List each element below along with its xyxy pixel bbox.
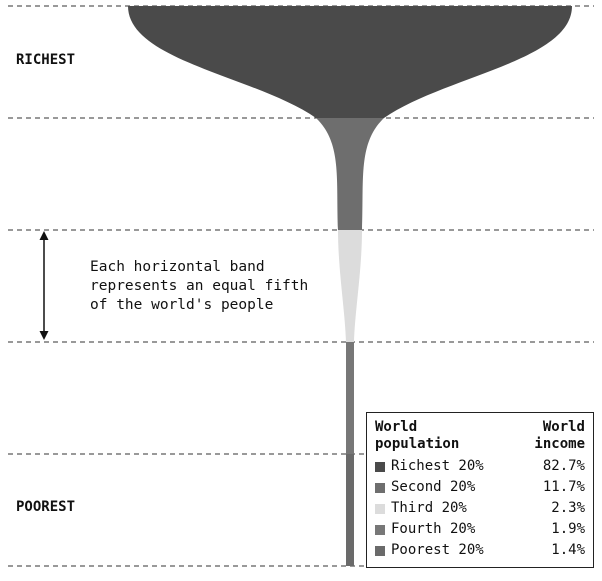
income-band-2: [316, 118, 384, 230]
legend-row: Fourth 20% 1.9%: [373, 520, 585, 540]
legend-income-value: 82.7%: [542, 458, 585, 474]
legend-row: Richest 20% 82.7%: [373, 457, 585, 477]
legend-income-value: 1.9%: [551, 521, 585, 537]
income-band-3: [338, 230, 362, 342]
legend-swatch: [375, 504, 385, 514]
band-annotation: Each horizontal band represents an equal…: [90, 258, 360, 315]
legend-category-label: Second 20%: [391, 479, 476, 495]
legend-swatch: [375, 546, 385, 556]
poorest-label: POOREST: [16, 499, 76, 515]
legend-population-header-line-1: World: [375, 419, 418, 435]
legend-category-label: Richest 20%: [391, 458, 484, 474]
band-height-arrow: [39, 231, 49, 340]
income-band-5: [346, 454, 354, 566]
legend-income-value: 2.3%: [551, 500, 585, 516]
legend-income-header-line-1: World: [542, 419, 585, 435]
legend-category-label: Poorest 20%: [391, 542, 484, 558]
legend-row: Poorest 20% 1.4%: [373, 541, 585, 561]
legend-swatch: [375, 525, 385, 535]
richest-label: RICHEST: [16, 52, 76, 68]
legend: World population World income Richest 20…: [366, 412, 594, 568]
income-bands: [128, 6, 572, 566]
legend-population-header-line-2: population: [375, 436, 460, 452]
annotation-line-3: of the world's people: [90, 297, 274, 313]
legend-swatch: [375, 462, 385, 472]
legend-category-label: Fourth 20%: [391, 521, 476, 537]
income-band-1: [128, 6, 572, 118]
legend-income-value: 11.7%: [542, 479, 585, 495]
legend-category-label: Third 20%: [391, 500, 467, 516]
legend-income-header: World income: [534, 419, 585, 453]
annotation-line-2: represents an equal fifth: [90, 278, 309, 294]
legend-row: Second 20% 11.7%: [373, 478, 585, 498]
legend-income-header-line-2: income: [534, 436, 585, 452]
legend-row: Third 20% 2.3%: [373, 499, 585, 519]
legend-swatch: [375, 483, 385, 493]
legend-population-header: World population: [375, 419, 459, 453]
income-band-4: [346, 342, 354, 454]
legend-income-value: 1.4%: [551, 542, 585, 558]
annotation-line-1: Each horizontal band: [90, 259, 265, 275]
